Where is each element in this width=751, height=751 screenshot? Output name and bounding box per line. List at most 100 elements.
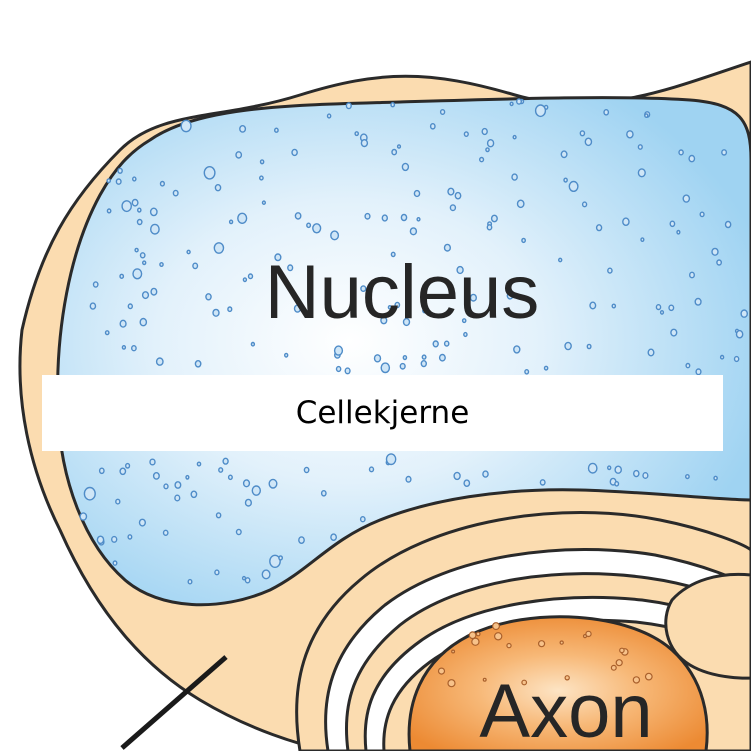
nucleus-speck — [293, 304, 302, 313]
nucleus-speck — [595, 224, 603, 232]
nucleus-speck — [456, 265, 464, 275]
nucleus-speck — [172, 189, 179, 197]
nucleus-speck — [141, 291, 150, 300]
nucleus-speck — [222, 457, 229, 465]
nucleus-speck — [380, 316, 388, 325]
nucleus-speck — [174, 494, 181, 502]
axon-label: Axon — [479, 669, 652, 751]
axon-speck — [564, 675, 570, 681]
nucleus-speck — [235, 151, 243, 159]
nucleus-speck — [368, 466, 375, 473]
nucleus-speck — [449, 204, 457, 212]
nucleus-speck — [244, 498, 253, 507]
nucleus-speck — [644, 113, 649, 119]
nucleus-speck — [699, 211, 705, 218]
nucleus-speck — [227, 474, 233, 481]
nucleus-speckles — [79, 98, 749, 585]
nucleus-speck — [214, 569, 220, 576]
axon-speck — [447, 679, 456, 688]
nucleus-speck — [607, 267, 613, 274]
nucleus-speck — [509, 101, 514, 107]
nucleus-speck — [453, 471, 461, 481]
nucleus-speck — [568, 180, 579, 193]
nucleus-speck — [655, 304, 662, 311]
nucleus-speck — [516, 199, 525, 209]
nucleus-speck — [486, 224, 493, 231]
nucleus-speck — [614, 465, 623, 474]
nucleus-speck — [513, 345, 521, 354]
axon-speck — [494, 632, 503, 641]
axon-speck — [585, 630, 592, 638]
nucleus-speck — [390, 101, 396, 108]
nucleus-speck — [390, 251, 396, 258]
nucleus-speck — [558, 257, 563, 263]
axon-speck — [451, 649, 456, 654]
nucleus-speck — [162, 529, 169, 536]
nucleus-speck — [138, 518, 147, 527]
nucleus-speck — [614, 480, 620, 487]
nucleus-speck — [278, 555, 283, 561]
nucleus-speck — [237, 212, 248, 225]
axon-speck — [632, 676, 641, 684]
nucleus-speck — [399, 362, 406, 370]
nucleus-speck — [539, 479, 546, 486]
axon-speck — [492, 622, 501, 631]
nucleus-speck — [291, 148, 298, 157]
nucleus-speck — [463, 131, 469, 138]
nucleus-speck — [402, 317, 411, 327]
nucleus-speck — [174, 481, 182, 489]
nucleus-label: Nucleus — [265, 250, 540, 335]
nucleus-speck — [670, 328, 678, 337]
nucleus-speck — [92, 281, 99, 288]
nucleus-speck — [294, 212, 302, 220]
nucleus-speck — [695, 368, 702, 376]
nucleus-speck — [333, 345, 344, 356]
nucleus-speck — [394, 301, 401, 309]
nucleus-speck — [485, 147, 490, 153]
nucleus-speck — [228, 219, 234, 225]
nucleus-speck — [136, 218, 143, 226]
nucleus-speck — [261, 569, 271, 580]
nucleus-speck — [235, 528, 242, 536]
nucleus-speck — [611, 303, 617, 309]
nucleus-speck — [659, 309, 665, 315]
nucleus-speck — [121, 200, 132, 213]
nucleus-speck — [268, 478, 278, 489]
nucleus-speck — [155, 357, 164, 366]
nucleus-speck — [360, 139, 369, 148]
nucleus-speck — [669, 220, 676, 228]
nucleus-speck — [83, 486, 96, 501]
nucleus-speck — [405, 475, 412, 483]
axon-speck — [437, 667, 446, 675]
nucleus-speck — [131, 176, 137, 182]
nucleus-speck — [642, 472, 649, 480]
nucleus-speck — [134, 247, 139, 253]
nucleus-caption: Cellekjerne — [295, 395, 470, 431]
nucleus-speck — [149, 207, 158, 217]
nucleus-speck — [586, 343, 592, 350]
nucleus-speck — [152, 471, 160, 480]
nucleus-speck — [482, 470, 489, 478]
nucleus-speck — [416, 216, 421, 222]
nucleus-speck — [214, 183, 222, 192]
nucleus-speck — [335, 365, 342, 373]
nucleus-speck — [298, 536, 305, 544]
nucleus-speck — [130, 345, 137, 352]
nucleus-speck — [721, 149, 728, 156]
nucleus-speck — [607, 465, 612, 471]
nucleus-speck — [589, 301, 597, 310]
axon-speck — [506, 642, 512, 649]
nucleus-speck — [387, 304, 392, 310]
nucleus-speck — [159, 262, 164, 268]
pointer-line-icon — [120, 655, 228, 750]
nucleus-speck — [213, 242, 225, 254]
nucleus-speck — [205, 293, 212, 301]
nucleus-speck — [735, 329, 744, 339]
nucleus-speck — [560, 150, 568, 159]
axon-speck — [471, 637, 480, 646]
nucleus-speck — [490, 214, 498, 223]
nucleus-speck — [463, 331, 468, 338]
nucleus-speck — [89, 302, 97, 310]
nucleus-speck — [218, 467, 224, 473]
nucleus-speck — [373, 354, 382, 363]
